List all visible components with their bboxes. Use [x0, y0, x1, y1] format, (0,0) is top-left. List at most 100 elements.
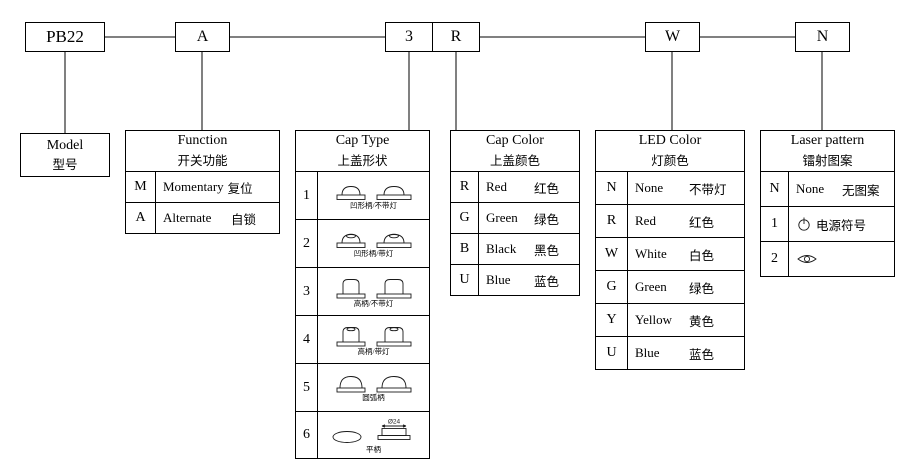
code-cell: N: [761, 172, 789, 206]
desc-zh: 蓝色: [534, 274, 560, 289]
desc-zh: 自锁: [231, 212, 257, 227]
cap-color-table: Cap Color 上盖颜色 R Red 红色 G Green 绿色 B Bla…: [450, 130, 580, 296]
desc-cell: 电源符号: [789, 207, 894, 241]
eye-icon: [797, 255, 817, 263]
table-title-en: Cap Color: [486, 133, 544, 148]
code-box-model: PB22: [25, 22, 105, 52]
cap-color-row: U Blue 蓝色: [451, 264, 579, 295]
desc-en: Yellow: [635, 312, 672, 327]
desc-zh: 红色: [689, 215, 715, 230]
code-cell: A: [126, 203, 156, 233]
code-cell: 1: [761, 207, 789, 241]
cap-type-row: 3 高柄/不带灯: [296, 267, 429, 315]
code-cell: R: [451, 172, 479, 202]
code-laser-text: N: [816, 28, 829, 45]
table-title-zh: 开关功能: [177, 154, 228, 168]
cap-drawing-dome-icon: [376, 376, 412, 393]
desc-cell: Green 绿色: [479, 203, 579, 233]
code-model-text: PB22: [46, 27, 84, 46]
desc-en: Red: [486, 179, 507, 194]
laser-row: 1 电源符号: [761, 206, 894, 241]
cap-drawing-concave-icon: [336, 186, 366, 201]
desc-en: None: [635, 180, 664, 195]
cap-color-row: R Red 红色: [451, 171, 579, 202]
cap-drawing-flat-top-icon: [332, 430, 362, 443]
code-cell: M: [126, 172, 156, 202]
desc-cell: 高柄/不带灯: [318, 268, 429, 315]
desc-cell: Red 红色: [479, 172, 579, 202]
table-title-zh: 灯颜色: [651, 154, 689, 168]
cap-color-row: B Black 黑色: [451, 233, 579, 264]
code-cell: G: [451, 203, 479, 233]
led-color-row: U Blue 蓝色: [596, 336, 744, 369]
code-cell: Y: [596, 304, 628, 336]
function-table-title: Function 开关功能: [126, 131, 279, 171]
code-box-function: A: [175, 22, 230, 52]
code-cell: U: [596, 337, 628, 369]
desc-en: Momentary: [163, 179, 224, 194]
code-function-text: A: [196, 28, 209, 45]
desc-cell: Red 红色: [628, 205, 744, 237]
model-legend: Model 型号: [20, 133, 110, 177]
code-cell: 3: [296, 268, 318, 315]
table-title-zh: 上盖形状: [337, 154, 388, 168]
cap-drawing-dome-icon: [336, 376, 366, 393]
desc-zh: 黄色: [689, 314, 715, 329]
desc-zh: 蓝色: [689, 347, 715, 362]
cap-type-row: 6 Ø24 平柄: [296, 411, 429, 458]
code-cell: 1: [296, 172, 318, 219]
code-cell: B: [451, 234, 479, 264]
dimension-label: Ø24: [388, 418, 401, 425]
code-cell: 5: [296, 364, 318, 411]
laser-row: N None 无图案: [761, 171, 894, 206]
desc-cell: 圆弧柄: [318, 364, 429, 411]
desc-en: Red: [635, 213, 656, 228]
code-box-laser: N: [795, 22, 850, 52]
desc-cell: Blue 蓝色: [628, 337, 744, 369]
desc-cell: White 白色: [628, 238, 744, 270]
laser-table-title: Laser pattern 镭射图案: [761, 131, 894, 171]
code-box-cap: 3 R: [385, 22, 480, 52]
table-title-en: Function: [177, 133, 228, 148]
desc-cell: 凹形柄/带灯: [318, 220, 429, 267]
desc-en: White: [635, 246, 667, 261]
desc-en: Green: [486, 210, 518, 225]
code-cap-type-text: 3: [405, 28, 413, 45]
cap-type-table: Cap Type 上盖形状 1 凹形柄/不带灯 2: [295, 130, 430, 459]
code-cell: W: [596, 238, 628, 270]
desc-cell: Blue 蓝色: [479, 265, 579, 295]
code-cell: 2: [296, 220, 318, 267]
cap-drawing-tall-lit-icon: [376, 326, 412, 347]
led-color-row: Y Yellow 黄色: [596, 303, 744, 336]
cap-type-row: 2 凹形柄/带灯: [296, 219, 429, 267]
cap-type-row: 4 高柄/带灯: [296, 315, 429, 363]
desc-cell: 凹形柄/不带灯: [318, 172, 429, 219]
cap-drawing-tall-icon: [336, 278, 366, 299]
code-cell: 6: [296, 412, 318, 458]
desc-cell: Alternate 自锁: [156, 203, 279, 233]
function-row: A Alternate 自锁: [126, 202, 279, 233]
function-table: Function 开关功能 M Momentary 复位 A Alternate…: [125, 130, 280, 234]
desc-zh: 不带灯: [689, 182, 727, 197]
laser-pattern-table: Laser pattern 镭射图案 N None 无图案 1 电源符号 2: [760, 130, 895, 277]
desc-zh: 红色: [534, 181, 560, 196]
desc-zh: 白色: [689, 248, 715, 263]
code-cell: 4: [296, 316, 318, 363]
cap-caption: 凹形柄/带灯: [353, 249, 394, 259]
table-title-en: LED Color: [638, 133, 702, 148]
desc-cell: Ø24 平柄: [318, 412, 429, 458]
desc-zh: 无图案: [842, 183, 880, 198]
led-color-row: R Red 红色: [596, 204, 744, 237]
table-title-en: Cap Type: [335, 133, 390, 148]
led-color-row: N None 不带灯: [596, 171, 744, 204]
code-cell: N: [596, 172, 628, 204]
cap-drawing-concave-lit-icon: [376, 233, 412, 249]
cap-color-row: G Green 绿色: [451, 202, 579, 233]
desc-zh: 黑色: [534, 243, 560, 258]
cap-caption: 高柄/带灯: [357, 346, 390, 356]
cap-caption: 圆弧柄: [362, 393, 385, 403]
desc-en: Black: [486, 241, 517, 256]
cap-caption: 高柄/不带灯: [353, 298, 394, 308]
model-title-zh: 型号: [52, 157, 78, 172]
desc-cell: Green 绿色: [628, 271, 744, 303]
